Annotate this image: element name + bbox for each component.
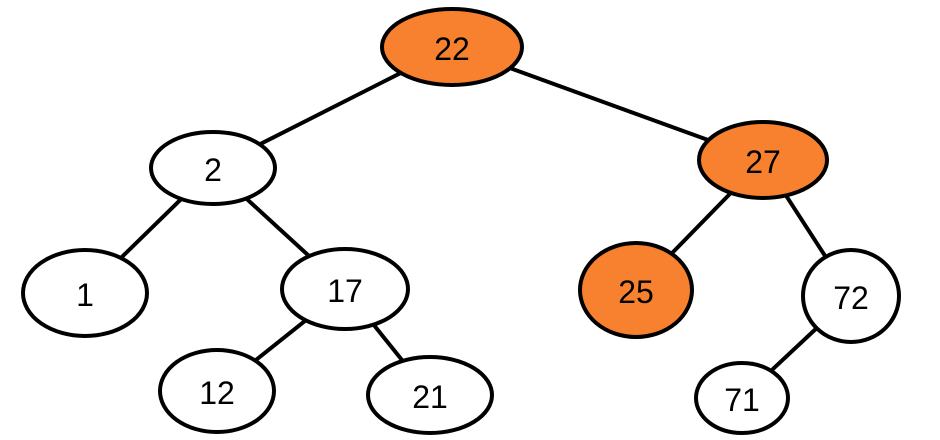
- tree-node: 72: [801, 248, 901, 344]
- tree-node: 2: [149, 130, 277, 206]
- node-circle: [280, 247, 410, 331]
- tree-node: 12: [158, 348, 276, 434]
- edge-n72-n71: [769, 326, 819, 373]
- node-label: 21: [412, 379, 448, 415]
- tree-node: 71: [694, 361, 790, 435]
- edge-n17-n21: [371, 322, 405, 363]
- tree-node: 25: [578, 241, 694, 339]
- edge-n22-n2: [257, 70, 403, 147]
- edge-n17-n12: [253, 318, 308, 363]
- edge-n27-n72: [783, 193, 828, 259]
- tree-edges: [118, 66, 828, 373]
- edge-n22-n27: [508, 66, 711, 143]
- edge-n2-n17: [244, 196, 312, 259]
- node-circle: [694, 361, 790, 435]
- edge-n27-n25: [669, 190, 733, 256]
- node-label: 22: [434, 31, 470, 67]
- node-circle: [366, 355, 494, 435]
- node-circle: [149, 130, 277, 206]
- node-label: 1: [76, 277, 94, 313]
- node-circle-highlighted: [697, 120, 829, 200]
- tree-node: 21: [366, 355, 494, 435]
- tree-node: 17: [280, 247, 410, 331]
- node-label: 25: [618, 274, 654, 310]
- node-circle-highlighted: [380, 7, 524, 87]
- node-circle: [158, 348, 276, 434]
- tree-node: 27: [697, 120, 829, 200]
- node-circle: [21, 248, 149, 338]
- node-circle-highlighted: [578, 241, 694, 339]
- node-label: 17: [327, 273, 363, 309]
- tree-node: 22: [380, 7, 524, 87]
- node-label: 72: [833, 280, 869, 316]
- tree-node: 1: [21, 248, 149, 338]
- node-label: 2: [204, 152, 222, 188]
- node-circle: [801, 248, 901, 344]
- node-label: 71: [724, 382, 760, 418]
- edge-n2-n1: [118, 196, 184, 260]
- node-label: 27: [745, 144, 781, 180]
- node-label: 12: [199, 375, 235, 411]
